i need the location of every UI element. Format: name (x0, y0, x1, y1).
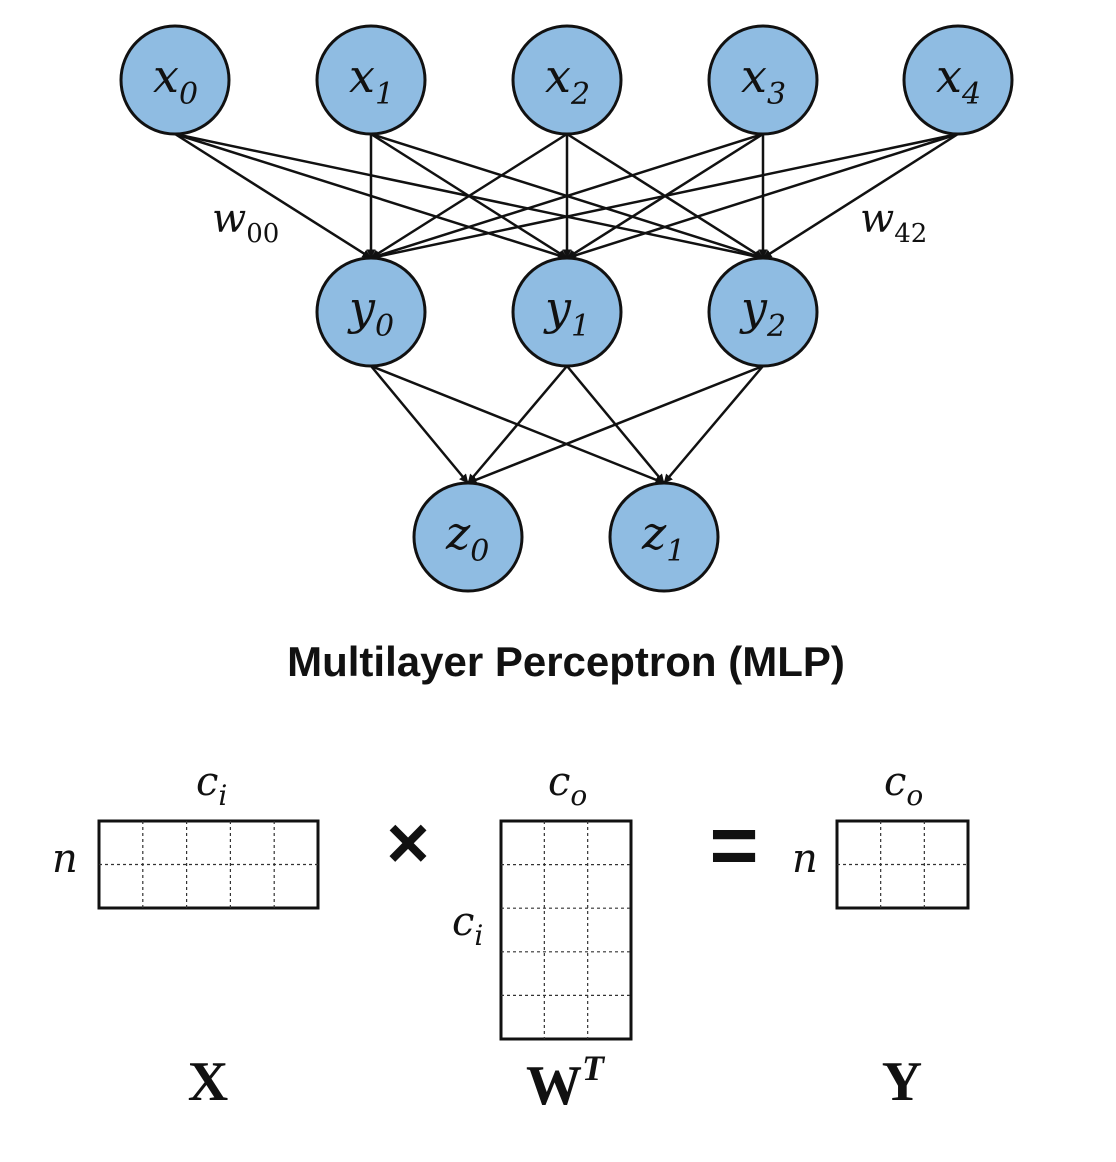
matrix-y-top-dim: co (884, 759, 923, 812)
edge-y1-z0 (467, 365, 568, 484)
edge-x4-y0 (370, 132, 959, 261)
node-x0: x0 (119, 24, 231, 136)
matrix-w-top-dim: co (548, 759, 587, 812)
node-z0: z0 (412, 481, 524, 593)
matrix-w-outline (499, 819, 633, 1041)
node-y1: y1 (511, 256, 623, 368)
edge-y2-z0 (467, 364, 764, 485)
node-y2: y2 (707, 256, 819, 368)
edge-x3-y0 (370, 132, 764, 260)
edge-y0-z0 (370, 365, 469, 484)
matrix-y: co n Y (792, 759, 970, 1113)
node-z1: z1 (608, 481, 720, 593)
matrix-x-side-dim: n (52, 836, 78, 882)
edge-x4-y1 (566, 132, 959, 260)
node-circle (119, 24, 231, 136)
node-label: y2 (739, 281, 786, 344)
matrix-x-name: X (188, 1051, 228, 1113)
node-label: y1 (543, 281, 590, 344)
matrix-w-transpose: co ci WT (452, 759, 633, 1117)
nodes-layer: x0 x1 x2 x3 x4 y0 y1 y2 z0 z1 (119, 24, 1014, 593)
node-label: x3 (741, 49, 786, 112)
matrix-y-side-dim: n (792, 836, 818, 882)
matrix-x-grid (97, 819, 320, 910)
node-label: y0 (347, 281, 394, 344)
node-circle (412, 481, 524, 593)
edge-x4-y2 (762, 132, 959, 260)
node-y0: y0 (315, 256, 427, 368)
node-circle (511, 24, 623, 136)
matrix-w-name: WT (526, 1048, 606, 1117)
edge-x0-y0 (174, 132, 372, 260)
matrix-x-top-dim: ci (196, 759, 227, 812)
node-x4: x4 (902, 24, 1014, 136)
weight-label-w42: w42 (860, 196, 927, 249)
diagram-title: Multilayer Perceptron (MLP) (287, 638, 845, 685)
weight-label-w00: w00 (212, 196, 279, 249)
node-circle (707, 256, 819, 368)
node-circle (315, 24, 427, 136)
matrix-y-grid (835, 819, 970, 910)
edge-y2-z1 (663, 365, 764, 484)
node-circle (511, 256, 623, 368)
equals-symbol: = (709, 798, 758, 892)
node-circle (315, 256, 427, 368)
multiply-symbol: × (386, 801, 429, 884)
node-label: x1 (349, 49, 394, 112)
node-x1: x1 (315, 24, 427, 136)
node-label: x4 (936, 49, 981, 112)
matrix-w-grid (499, 819, 633, 1041)
node-circle (608, 481, 720, 593)
node-label: z1 (641, 506, 685, 569)
node-x3: x3 (707, 24, 819, 136)
matrix-x: ci n X (52, 759, 320, 1113)
node-label: z0 (445, 506, 489, 569)
node-x2: x2 (511, 24, 623, 136)
node-circle (902, 24, 1014, 136)
node-circle (707, 24, 819, 136)
node-label: x2 (545, 49, 590, 112)
matrix-w-side-dim: ci (452, 899, 483, 952)
edge-x2-y0 (370, 132, 568, 260)
edges-layer (174, 132, 959, 485)
node-label: x0 (153, 49, 198, 112)
matrix-y-name: Y (882, 1051, 922, 1113)
